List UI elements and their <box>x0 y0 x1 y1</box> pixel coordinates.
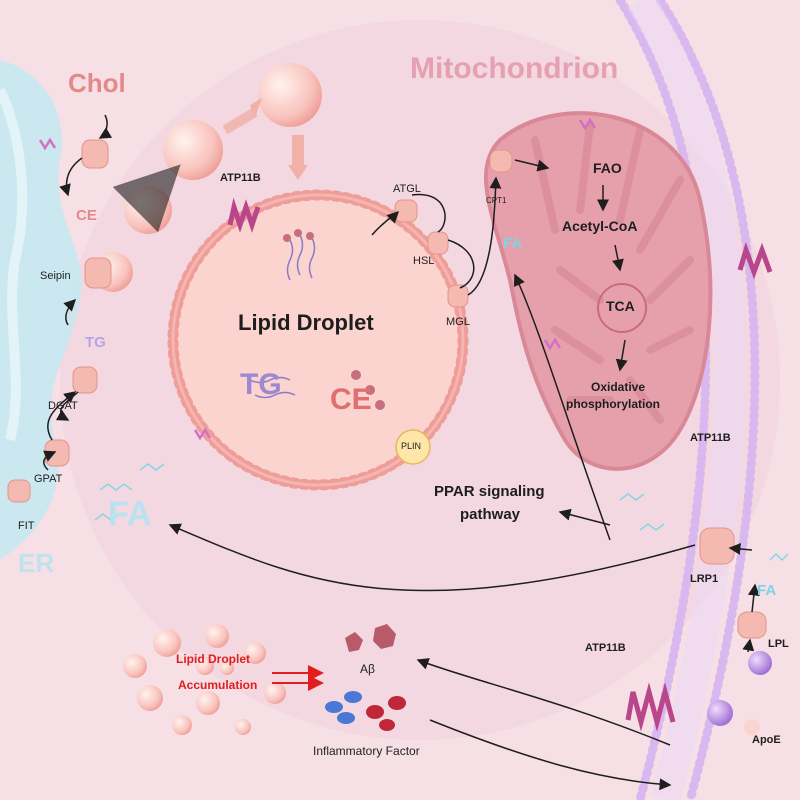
abeta-aggregate-icon <box>345 624 396 652</box>
ppar-label-line-1: PPAR signaling <box>434 483 545 500</box>
acetyl-coa-label: Acetyl-CoA <box>562 218 638 234</box>
mitochondrion-label: Mitochondrion <box>410 52 619 85</box>
inflammatory-factor-icon <box>325 691 406 731</box>
ce-left-label: CE <box>76 207 97 224</box>
fatty-acid-icons <box>94 463 789 562</box>
membrane-protein-icon <box>38 117 597 441</box>
transporter-icon <box>7 139 112 503</box>
mito-pathway-arrows <box>168 159 760 791</box>
ld-accumulation-line-1: Lipid Droplet <box>176 652 250 666</box>
mitochondrion <box>484 111 713 471</box>
tg-center-label: TG <box>240 368 282 401</box>
tg-left-label: TG <box>85 334 106 351</box>
atp11b-bottom-label: ATP11B <box>585 642 626 654</box>
apoe-label: ApoE <box>752 734 781 746</box>
tca-cycle-ring <box>597 283 647 333</box>
fa-left-label: FA <box>108 495 152 533</box>
lpl-label: LPL <box>768 638 789 650</box>
gpat-label: GPAT <box>34 473 63 485</box>
growth-arrow-1 <box>222 107 258 135</box>
oxphos-label-line-2: phosphorylation <box>566 397 660 411</box>
fit-label: FIT <box>18 520 35 532</box>
lipid-chain-icons <box>249 234 316 399</box>
chol-label: Chol <box>68 68 126 98</box>
lipid-droplet-core <box>173 195 463 485</box>
lipolysis-arrows <box>371 176 502 296</box>
cell-membrane-outer <box>655 0 760 800</box>
growing-droplet-3 <box>258 63 322 127</box>
ppar-label-line-2: pathway <box>460 506 521 523</box>
tca-label: TCA <box>606 298 635 314</box>
lrp1-label: LRP1 <box>690 573 719 585</box>
seipin-label: Seipin <box>40 270 71 282</box>
plin-protein-icon <box>395 429 431 465</box>
fa-mito-label: FA <box>503 235 523 252</box>
dgat-label: DGAT <box>48 400 78 412</box>
cell-membrane-band <box>627 0 746 800</box>
er-label: ER <box>18 548 55 578</box>
oxphos-label-line-1: Oxidative <box>591 380 646 394</box>
inflammatory-factor-label: Inflammatory Factor <box>313 744 420 758</box>
ldl-sphere-icon <box>744 719 760 735</box>
atp11b-right-label: ATP11B <box>690 432 731 444</box>
hsl-label: HSL <box>413 255 435 267</box>
accumulated-droplets <box>123 624 286 735</box>
er-lumen <box>0 87 28 442</box>
apoe-sphere-icon <box>748 651 772 675</box>
ld-accumulation-line-2: Accumulation <box>178 678 258 692</box>
atgl-label: ATGL <box>393 183 421 195</box>
abeta-label: Aβ <box>360 662 375 676</box>
lipid-droplet-rim <box>171 193 465 487</box>
atp11b-protein-icon <box>227 197 773 732</box>
lipid-droplet-title: Lipid Droplet <box>238 310 374 335</box>
cpt1-label: CPT1 <box>486 196 507 205</box>
lipid-headgroup-icons <box>283 229 385 410</box>
atp11b-top-label: ATP11B <box>220 172 261 184</box>
growing-droplet-1 <box>124 186 172 234</box>
mgl-label: MGL <box>446 316 470 328</box>
fa-right-label: FA <box>757 582 777 599</box>
plin-label: PLIN <box>401 441 422 451</box>
apoe-sphere-icon <box>707 700 733 726</box>
er-pathway-arrows <box>42 114 113 471</box>
accumulation-arrows <box>272 665 324 691</box>
fao-label: FAO <box>593 160 622 176</box>
ce-center-label: CE <box>330 383 372 416</box>
